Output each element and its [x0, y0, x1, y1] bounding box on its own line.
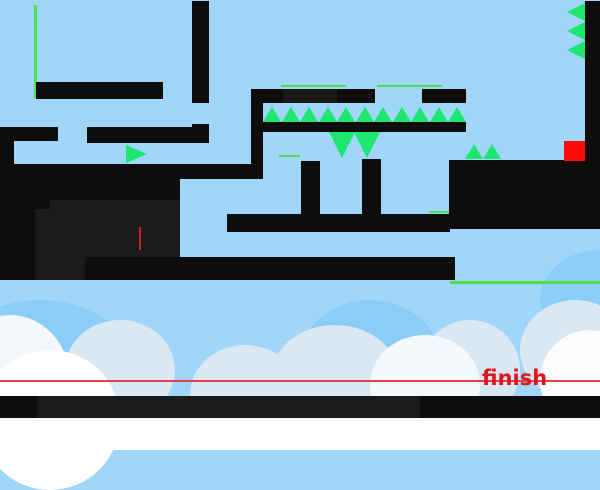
- spike-icon: [281, 107, 300, 122]
- spike-icon: [354, 132, 380, 158]
- spike-row: [263, 107, 466, 122]
- spike-icon: [300, 107, 318, 122]
- spike-icon: [318, 107, 337, 122]
- wall-block: [263, 122, 466, 132]
- spike-icon: [355, 107, 374, 122]
- wall-block: [36, 82, 163, 99]
- spike-icon: [392, 107, 411, 122]
- green-edge-vertical: [34, 5, 37, 98]
- spike-icon: [126, 145, 147, 163]
- spike-icon: [429, 107, 448, 122]
- wall-block: [192, 124, 209, 143]
- spike-icon: [329, 132, 355, 158]
- wall-block: [585, 1, 600, 161]
- wall-pillar: [192, 1, 209, 103]
- spike-icon: [567, 22, 585, 40]
- spike-icon: [411, 107, 429, 122]
- green-edge: [429, 211, 449, 213]
- wall-block: [449, 160, 600, 229]
- wall-block: [85, 257, 455, 280]
- finish-label: finish: [482, 366, 548, 390]
- spike-icon: [567, 3, 585, 21]
- spike-icon: [483, 144, 501, 159]
- green-edge: [377, 85, 442, 87]
- spike-icon: [374, 107, 392, 122]
- wall-block: [0, 127, 58, 141]
- green-edge: [450, 281, 600, 284]
- dark-area: [283, 89, 337, 103]
- spike-icon: [465, 144, 483, 159]
- dark-area: [50, 200, 180, 210]
- finish-line: [0, 380, 600, 382]
- wall-block: [251, 89, 263, 179]
- green-edge: [279, 155, 300, 157]
- spike-icon: [448, 107, 466, 122]
- wall-pillar: [301, 161, 320, 216]
- green-edge: [281, 85, 346, 87]
- wall-block: [227, 214, 450, 232]
- dark-area: [37, 396, 420, 418]
- player-square[interactable]: [564, 141, 585, 161]
- wall-block: [0, 127, 14, 167]
- wall-block: [87, 127, 209, 143]
- wall-block: [422, 89, 466, 103]
- spike-icon: [263, 107, 281, 122]
- spike-icon: [337, 107, 355, 122]
- spike-icon: [567, 41, 585, 59]
- wall-pillar: [362, 159, 381, 216]
- red-marker: [139, 227, 141, 250]
